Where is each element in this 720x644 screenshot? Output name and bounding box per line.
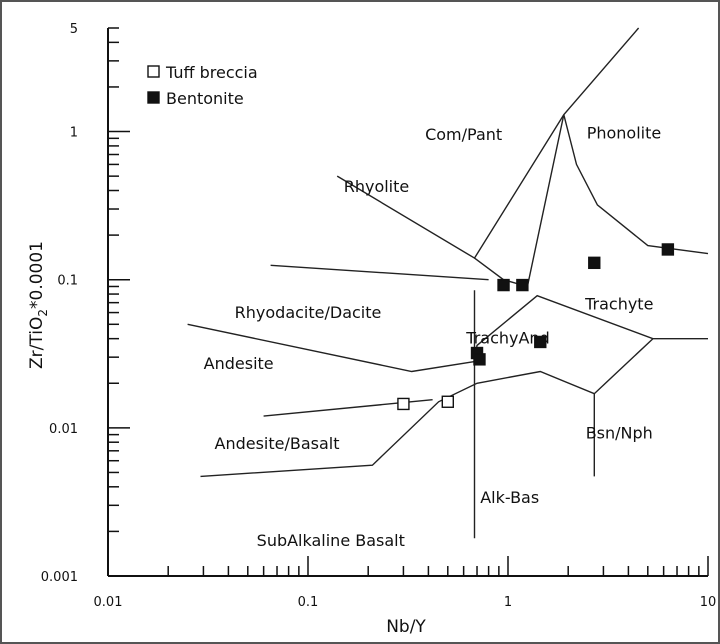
bentonite-point [497, 278, 510, 292]
y-tick-label: 0.001 [41, 570, 78, 585]
y-axis-title: Zr/TiO2*0.0001 [27, 241, 50, 369]
field-label: Trachyte [584, 294, 653, 313]
x-tick-label: 1 [504, 595, 512, 610]
field-label: Rhyolite [344, 177, 410, 196]
field-label: Andesite [204, 354, 274, 373]
field-label: Alk-Bas [480, 488, 539, 507]
x-tick-label: 0.1 [298, 595, 319, 610]
field-label: Com/Pant [425, 125, 502, 144]
y-tick-label: 5 [70, 22, 78, 37]
y-axis-title-tail: *0.0001 [27, 241, 47, 309]
bentonite-point [661, 243, 675, 256]
tuff-breccia-point [441, 395, 454, 408]
field-label: Rhyodacite/Dacite [235, 303, 382, 322]
field-label: SubAlkaline Basalt [257, 531, 405, 550]
legend-label: Tuff breccia [165, 63, 258, 82]
y-axis-title-main: Zr/TiO [27, 317, 47, 369]
x-axis-title: Nb/Y [386, 617, 426, 637]
bentonite-point [534, 335, 547, 349]
axes: 0.01 0.1 1 10 0.001 0.01 0.1 1 5 [41, 22, 716, 610]
field-label: Andesite/Basalt [215, 434, 340, 453]
field-boundary-line [270, 264, 489, 281]
field-label: Phonolite [587, 123, 662, 142]
bentonite-point [516, 278, 529, 292]
field-boundary-line [336, 27, 640, 260]
legend-label: Bentonite [166, 89, 244, 108]
field-boundary-line [187, 323, 475, 373]
data-points [397, 243, 675, 411]
y-tick-label: 0.1 [57, 274, 78, 289]
legend-marker-tuff-breccia [147, 65, 160, 78]
legend-marker-bentonite [147, 91, 160, 104]
y-axis-title-subscript: 2 [36, 309, 50, 317]
y-tick-label: 1 [70, 126, 78, 141]
x-tick-label: 10 [700, 595, 717, 610]
y-tick-label: 0.01 [49, 422, 78, 437]
field-label: TrachyAnd [465, 329, 549, 348]
field-label: Bsn/Nph [586, 423, 653, 442]
field-boundary-line [474, 114, 565, 288]
x-tick-label: 0.01 [94, 595, 123, 610]
tuff-breccia-point [397, 397, 410, 411]
bentonite-point [473, 353, 486, 366]
bentonite-point [588, 256, 601, 270]
